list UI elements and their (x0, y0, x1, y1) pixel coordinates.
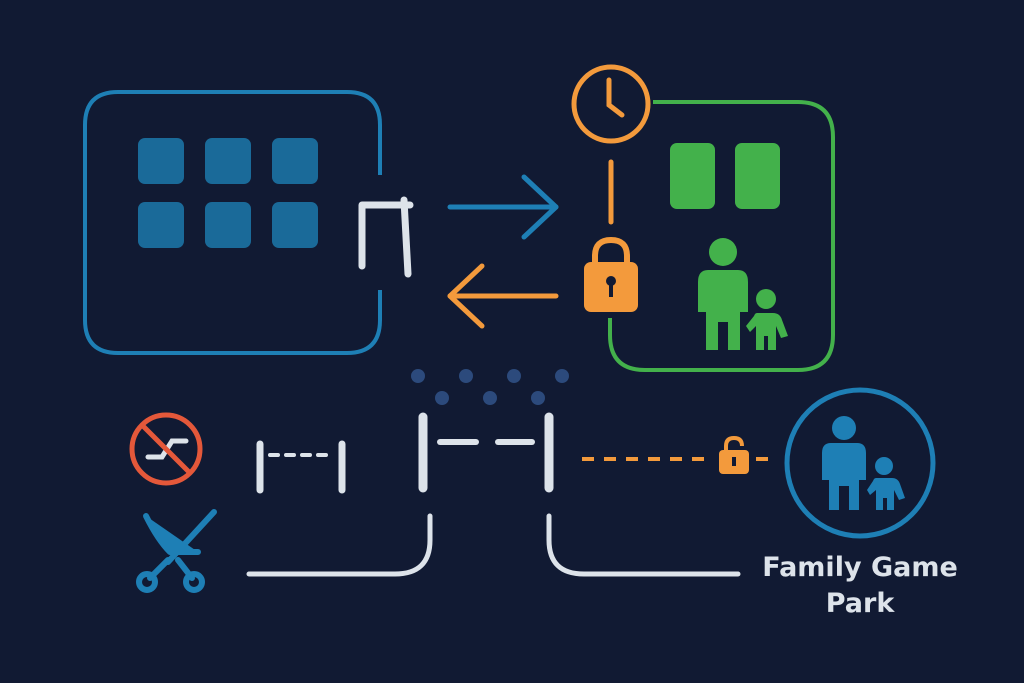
adult-head (832, 416, 856, 440)
dot-cluster (411, 369, 569, 405)
caption-line1: Family Game (762, 552, 958, 583)
gate-icon (358, 196, 414, 278)
small-padlock-shackle (724, 435, 744, 452)
padlock-shackle (592, 236, 630, 264)
small-padlock-icon (719, 435, 749, 474)
dot (459, 369, 473, 383)
gate-frame (358, 201, 414, 270)
arrow-right-head (521, 174, 559, 240)
dot (531, 391, 545, 405)
arrow-left-icon (447, 263, 559, 329)
walkway-left (246, 513, 433, 577)
dot (483, 391, 497, 405)
child-body (746, 313, 788, 350)
padlock-keyhole-slot (609, 283, 613, 297)
walkway (246, 513, 741, 577)
family-figures (822, 416, 905, 510)
grid-tiles (138, 138, 318, 248)
stroller-seat (143, 513, 201, 555)
child-head (756, 289, 776, 309)
rope-barrier (256, 440, 346, 494)
clock-hands (606, 77, 625, 118)
grid-tile (205, 138, 251, 184)
green-card (735, 143, 780, 209)
gate-door (400, 196, 412, 278)
stroller-wheel (136, 571, 158, 593)
walkway-right (546, 513, 741, 577)
arrow-right-icon (447, 174, 559, 240)
grid-tile (138, 138, 184, 184)
grid-tile (205, 202, 251, 248)
caption-line2: Park (825, 588, 895, 619)
no-smoking-ring (129, 412, 203, 486)
family-zone-frame (608, 100, 835, 372)
clock-face (571, 64, 651, 144)
small-padlock-keyhole (732, 457, 736, 466)
green-card (670, 143, 715, 209)
family-circle-ring (784, 387, 936, 539)
adult-child-icon (698, 238, 788, 350)
padlock-icon (584, 236, 638, 312)
adult-body (822, 443, 866, 510)
dot (435, 391, 449, 405)
stroller-wheel (183, 571, 205, 593)
caption-label: Family Game Park (700, 550, 1020, 622)
grid-panel-frame (83, 90, 382, 355)
family-circle-icon (784, 387, 936, 539)
dot (555, 369, 569, 383)
family-zone-panel (608, 100, 835, 372)
child-body (867, 478, 905, 510)
grid-tile (272, 202, 318, 248)
dot (507, 369, 521, 383)
stroller-icon (136, 509, 217, 593)
arrow-left-head (447, 263, 485, 329)
entrance-gate (418, 412, 554, 493)
padlock-keyhole (606, 276, 616, 286)
adult-body (698, 270, 748, 350)
grid-panel-icon (83, 90, 382, 355)
grid-tile (138, 202, 184, 248)
dot (411, 369, 425, 383)
clock-icon (571, 64, 651, 144)
child-head (875, 457, 893, 475)
no-smoking-slash (141, 424, 191, 474)
adult-head (709, 238, 737, 266)
grid-tile (272, 138, 318, 184)
no-smoking-icon (129, 412, 203, 486)
